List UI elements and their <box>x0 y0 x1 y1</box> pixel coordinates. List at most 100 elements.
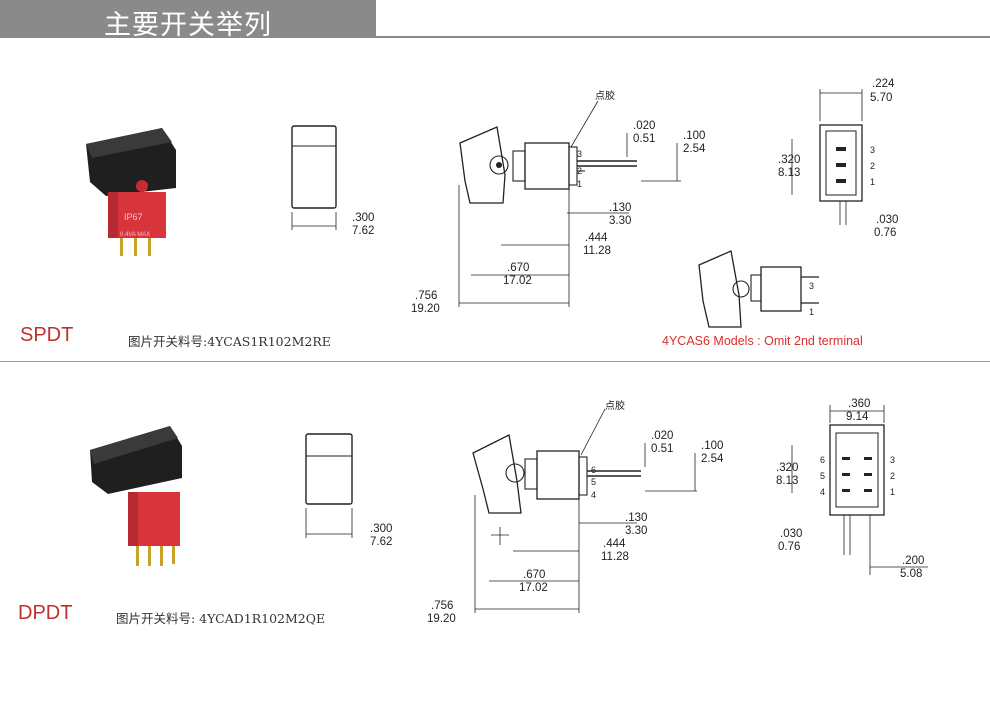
dpdt-side-pivot <box>505 463 525 483</box>
header-bar <box>0 0 376 38</box>
spdt-side-view: 3 2 1 点胶 .020 0.51 .100 2.54 .130 3.30 .… <box>411 89 706 315</box>
terminal-label: 1 <box>577 179 582 189</box>
spdt-photo-rating: 0.4VA MAX <box>120 232 150 238</box>
dim-text: 17.02 <box>519 582 548 594</box>
dim-text: .224 <box>872 78 895 90</box>
dim-text: .020 <box>651 430 673 442</box>
terminal-label: 6 <box>591 465 596 475</box>
alt-body <box>760 266 802 312</box>
dpdt-front-view: .300 7.62 <box>305 433 392 548</box>
dim-text: .030 <box>780 528 802 540</box>
dpdt-pin <box>148 546 151 566</box>
alt-pivot <box>732 280 750 298</box>
dim-text: 0.51 <box>651 443 673 455</box>
dim-text: .020 <box>633 120 655 132</box>
dpdt-part-number: 图片开关料号: 4YCAD1R102M2QE <box>116 611 326 626</box>
end-pin <box>842 457 850 460</box>
dim-text: 19.20 <box>427 613 456 625</box>
terminal-label: 4 <box>591 490 596 500</box>
page-title: 主要开关举列 <box>104 10 272 41</box>
dim-text: 8.13 <box>776 475 798 487</box>
dim-text: .100 <box>701 440 723 452</box>
spdt-side-rocker <box>459 126 506 204</box>
dpdt-side-body <box>536 450 580 500</box>
spdt-side-pivot <box>489 155 509 175</box>
end-pin <box>836 163 846 167</box>
dim-text: .756 <box>415 290 437 302</box>
spdt-omit-note: 4YCAS6 Models : Omit 2nd terminal <box>662 334 863 348</box>
dim-text: .670 <box>507 262 529 274</box>
dim-text: .670 <box>523 569 545 581</box>
dim-text: .360 <box>848 398 870 410</box>
dim-text: 11.28 <box>583 245 611 257</box>
dim-text: 2.54 <box>683 143 706 155</box>
spdt-pivot <box>136 180 148 192</box>
glue-leader <box>580 408 606 456</box>
end-inner <box>835 432 879 508</box>
dim-text: 17.02 <box>503 275 532 287</box>
dim-text: .300 <box>370 523 392 535</box>
spdt-type-label: SPDT <box>20 324 74 346</box>
terminal-label: 3 <box>870 145 875 155</box>
dpdt-type-label: DPDT <box>18 602 73 624</box>
dim-text: .030 <box>876 214 898 226</box>
terminal-label: 1 <box>890 487 895 497</box>
dim-text: 5.08 <box>900 568 922 580</box>
dpdt-side-view: 6 5 4 点胶 .020 0.51 .100 2.54 .130 3.30 .… <box>427 399 724 625</box>
glue-label: 点胶 <box>605 399 625 412</box>
end-pin <box>836 179 846 183</box>
glue-label: 点胶 <box>595 89 615 102</box>
dim-text: 0.76 <box>874 227 896 239</box>
dim-text: 9.14 <box>846 411 869 423</box>
terminal-label: 3 <box>890 455 895 465</box>
dim-text: .320 <box>778 154 800 166</box>
end-pin <box>864 489 872 492</box>
terminal-label: 4 <box>820 487 825 497</box>
dim-text: .130 <box>625 512 647 524</box>
dim-text: 3.30 <box>625 525 647 537</box>
spdt-pin <box>134 238 137 256</box>
terminal-label: 5 <box>820 471 825 481</box>
dpdt-pin <box>136 546 139 566</box>
dim-text: 7.62 <box>352 225 374 237</box>
dim-text: 19.20 <box>411 303 440 315</box>
end-pin <box>842 473 850 476</box>
terminal-label: 5 <box>591 477 596 487</box>
dpdt-pin <box>172 546 175 564</box>
dpdt-front-outline <box>305 433 353 505</box>
terminal-label: 3 <box>577 149 582 159</box>
end-outline <box>819 124 863 202</box>
spdt-rocker-highlight <box>86 128 172 158</box>
spdt-side-base <box>568 146 578 186</box>
dim-text: .444 <box>603 538 626 550</box>
spdt-side-neck <box>512 150 526 182</box>
dim-text: 0.51 <box>633 133 655 145</box>
dim-text: .756 <box>431 600 453 612</box>
terminal-label: 1 <box>870 177 875 187</box>
dim-text: 0.76 <box>778 541 800 553</box>
terminal-label: 2 <box>870 161 875 171</box>
spdt-pin <box>148 238 151 256</box>
spdt-photo-brand: IP67 <box>124 212 143 222</box>
spdt-front-view: .300 7.62 <box>291 125 374 237</box>
glue-leader <box>570 100 599 148</box>
dim-text: 8.13 <box>778 167 800 179</box>
end-outline <box>829 424 885 516</box>
end-pin <box>842 489 850 492</box>
end-pin <box>864 473 872 476</box>
end-pin <box>864 457 872 460</box>
dim-text: 3.30 <box>609 215 631 227</box>
dim-text: .100 <box>683 130 705 142</box>
spdt-front-outline <box>291 125 337 209</box>
dpdt-end-view: 6 5 4 3 2 1 .360 9.14 .320 8.13 .030 0.7… <box>776 398 928 580</box>
dpdt-side-rocker <box>472 434 522 514</box>
spdt-end-view: 3 2 1 .224 5.70 .320 8.13 .030 0.76 <box>778 78 898 239</box>
dim-text: 7.62 <box>370 536 392 548</box>
end-pin <box>836 147 846 151</box>
spdt-alt-model-view: 3 1 <box>698 250 819 328</box>
dpdt-pin <box>160 546 163 566</box>
dim-text: .130 <box>609 202 631 214</box>
dpdt-red-body-side <box>128 492 138 546</box>
terminal-label: 6 <box>820 455 825 465</box>
spdt-red-body-side <box>108 192 118 238</box>
